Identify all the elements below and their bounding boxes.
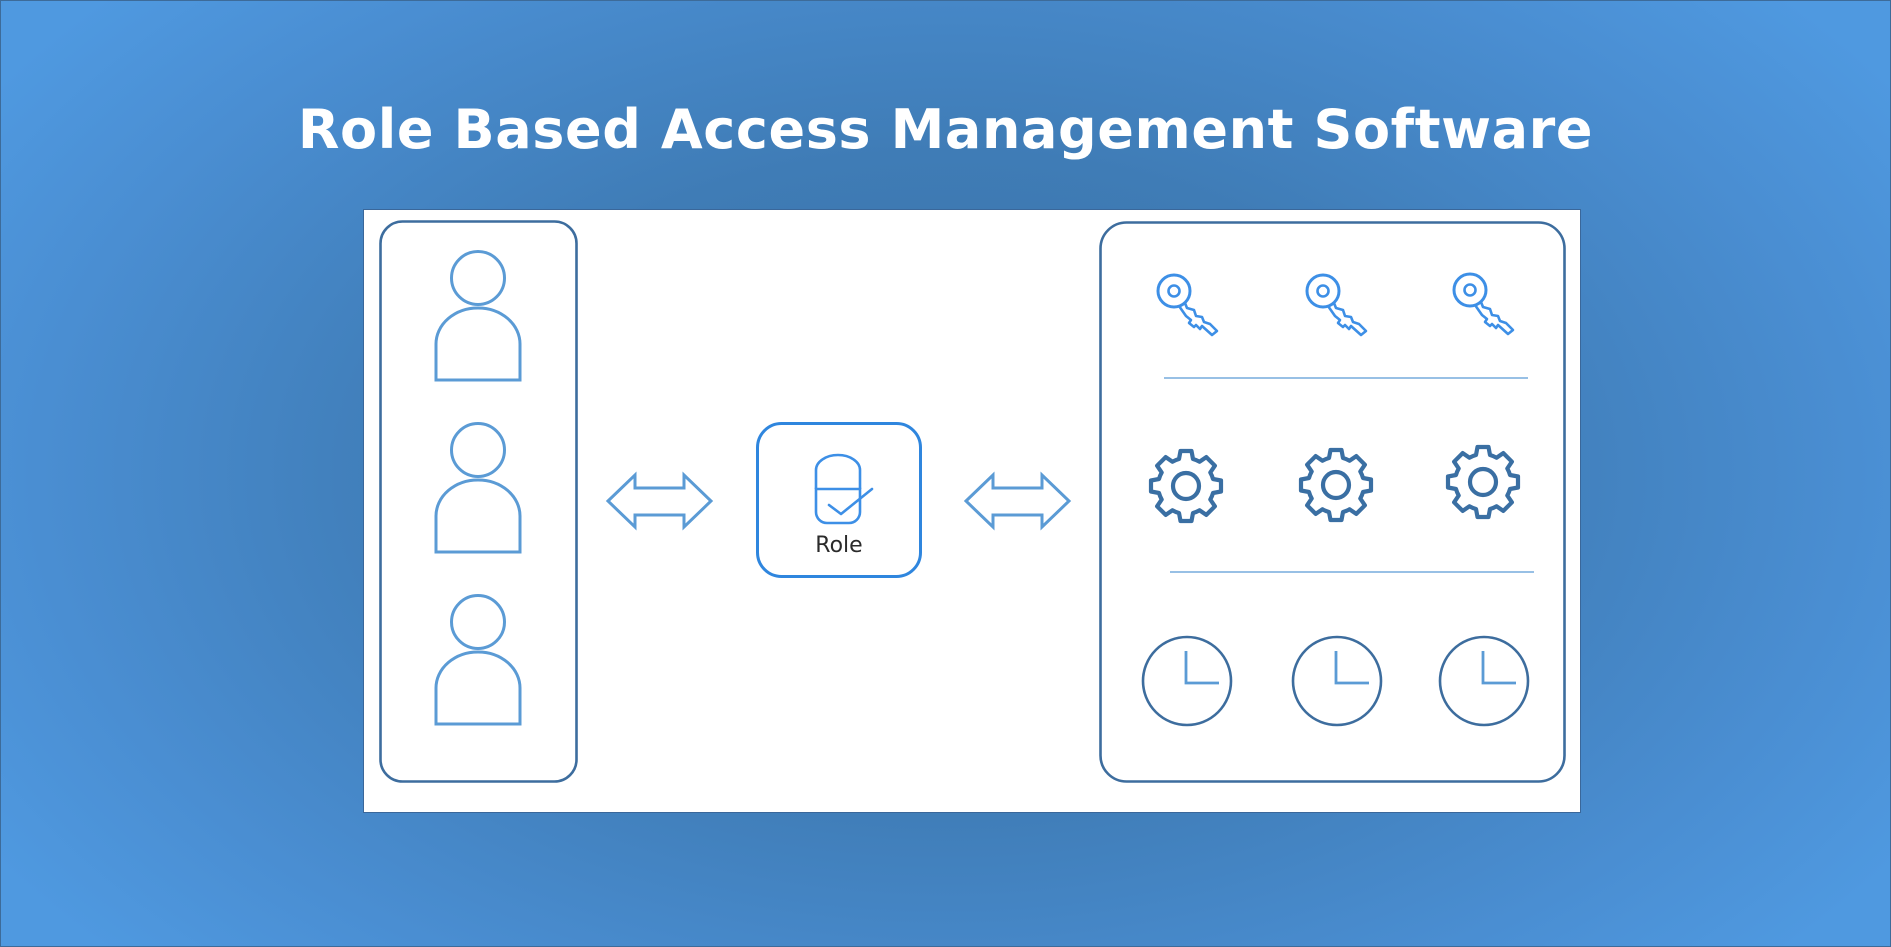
- diagram-panel: [363, 209, 1581, 813]
- role-box: [756, 422, 922, 578]
- gear-icon: [1448, 447, 1518, 517]
- clock-icon: [1141, 635, 1233, 727]
- user-icon: [434, 250, 522, 382]
- key-icon: [1156, 273, 1219, 337]
- user-icon: [434, 594, 522, 726]
- users-box: [379, 220, 578, 783]
- permissions-panel: [1099, 221, 1566, 783]
- double-arrow-icon: [964, 473, 1071, 529]
- page-title: Role Based Access Management Software: [297, 98, 1594, 161]
- clock-icon: [1291, 635, 1383, 727]
- double-arrow-icon: [606, 473, 713, 529]
- role-label: Role: [815, 533, 863, 558]
- users-panel: [379, 220, 578, 783]
- clock-icon: [1438, 635, 1530, 727]
- gear-icon: [1151, 451, 1221, 521]
- key-icon: [1305, 273, 1368, 337]
- permissions-box: [1099, 221, 1566, 783]
- user-icon: [434, 422, 522, 554]
- key-icon: [1452, 272, 1515, 336]
- lock-check-icon: [814, 453, 874, 525]
- gear-icon: [1301, 450, 1371, 520]
